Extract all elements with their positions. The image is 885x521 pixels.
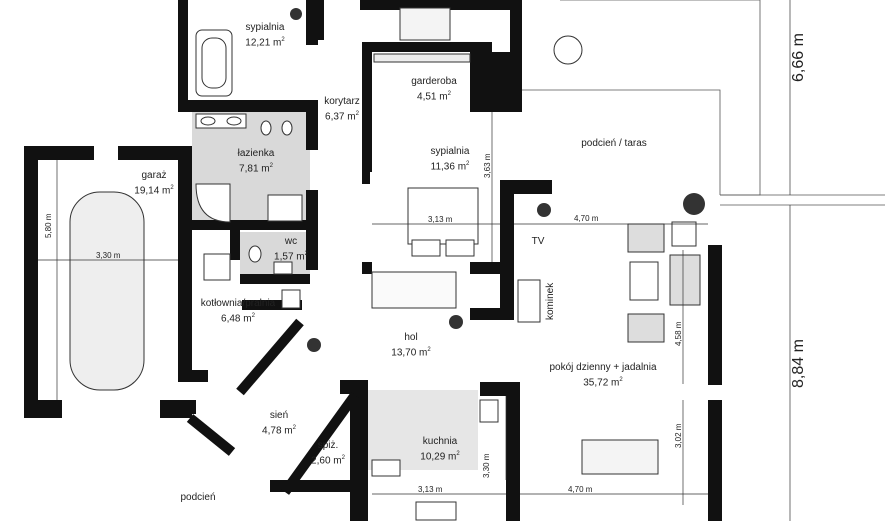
- dim-living-width: 4,70 m: [574, 214, 599, 223]
- room-area: 12,21 m: [245, 37, 282, 49]
- room-garderoba: garderoba 4,51 m2: [411, 76, 457, 103]
- diagonal-walls: [186, 318, 360, 495]
- room-name: spiż.: [317, 440, 339, 451]
- room-kuchnia: kuchnia 10,29 m2: [420, 436, 459, 463]
- overall-dim-lower: 8,84 m: [790, 339, 807, 388]
- dim-bedroom2-width: 3,13 m: [428, 215, 453, 224]
- kitchen-floor: [368, 390, 478, 470]
- room-pokoj-dzienny: pokój dzienny + jadalnia 35,72 m2: [549, 362, 656, 389]
- room-name: wc: [284, 236, 298, 247]
- tv-label: TV: [531, 236, 545, 247]
- room-name: sypialnia: [245, 22, 285, 33]
- room-area: 7,81 m: [239, 163, 270, 175]
- room-area: 2,60 m: [311, 455, 342, 467]
- dim-bedroom2-depth: 3,63 m: [483, 153, 492, 178]
- walls: [24, 0, 722, 521]
- area-exponent: 2: [619, 377, 623, 383]
- room-name: podcień: [180, 492, 216, 503]
- room-hol: hol 13,70 m2: [391, 332, 430, 359]
- room-name: kotłownia/pralnia: [200, 298, 276, 309]
- room-area: 35,72 m: [583, 377, 620, 389]
- room-garaz: garaż 19,14 m2: [134, 170, 173, 197]
- dimension-lines: [38, 0, 791, 521]
- room-sypialnia-2: sypialnia 11,36 m2: [431, 146, 470, 173]
- area-exponent: 2: [466, 161, 470, 167]
- dim-garage-depth: 5,80 m: [44, 213, 53, 238]
- room-area: 4,51 m: [417, 91, 448, 103]
- area-exponent: 2: [456, 451, 460, 457]
- room-podcien: podcień: [180, 492, 215, 504]
- room-area: 1,57 m: [274, 251, 305, 263]
- room-area: 10,29 m: [420, 451, 457, 463]
- room-area: 4,78 m: [262, 425, 293, 437]
- dim-dining-depth: 3,02 m: [674, 423, 683, 448]
- room-lazienka: łazienka 7,81 m2: [238, 148, 275, 175]
- room-area: 11,36 m: [430, 161, 467, 173]
- room-podcien-taras: podcień / taras: [581, 138, 647, 150]
- room-sien: sień 4,78 m2: [262, 410, 296, 437]
- fixtures: [69, 7, 701, 521]
- area-exponent: 2: [355, 111, 359, 117]
- kominek-label: kominek: [545, 282, 556, 320]
- room-name: łazienka: [237, 148, 275, 159]
- room-area: 13,70 m: [391, 347, 428, 359]
- area-exponent: 2: [281, 37, 285, 43]
- area-exponent: 2: [427, 347, 431, 353]
- room-name: pokój dzienny + jadalnia: [549, 362, 657, 373]
- terrace-outline: [519, 0, 885, 206]
- room-name: korytarz: [324, 96, 360, 107]
- room-name: garaż: [141, 170, 167, 181]
- room-area: 6,37 m: [325, 111, 356, 123]
- room-spiz: spiż. 2,60 m2: [311, 440, 345, 467]
- area-exponent: 2: [292, 425, 296, 431]
- area-exponent: 2: [251, 313, 255, 319]
- dim-bottom-width: 4,70 m: [568, 485, 593, 494]
- room-name: kuchnia: [422, 436, 458, 447]
- dim-living-depth: 4,58 m: [674, 321, 683, 346]
- room-korytarz: korytarz 6,37 m2: [324, 96, 360, 123]
- room-name: sień: [269, 410, 289, 421]
- dim-garage-width: 3,30 m: [96, 251, 121, 260]
- room-name: garderoba: [411, 76, 457, 87]
- area-exponent: 2: [170, 185, 174, 191]
- area-exponent: 2: [341, 455, 345, 461]
- area-exponent: 2: [447, 91, 451, 97]
- room-sypialnia-1: sypialnia 12,21 m2: [245, 22, 284, 49]
- room-wc: wc 1,57 m2: [274, 236, 308, 263]
- room-name: podcień / taras: [581, 138, 647, 149]
- area-exponent: 2: [269, 163, 273, 169]
- room-name: hol: [404, 332, 418, 343]
- dim-kitchen-depth: 3,30 m: [482, 453, 491, 478]
- plant-icons: [290, 8, 705, 352]
- dim-kitchen-width: 3,13 m: [418, 485, 443, 494]
- room-kotlownia: kotłownia/pralnia 6,48 m2: [201, 298, 276, 325]
- room-area: 6,48 m: [221, 313, 252, 325]
- room-area: 19,14 m: [134, 185, 171, 197]
- area-exponent: 2: [304, 251, 308, 257]
- room-name: sypialnia: [430, 146, 470, 157]
- overall-dim-upper: 6,66 m: [790, 33, 807, 82]
